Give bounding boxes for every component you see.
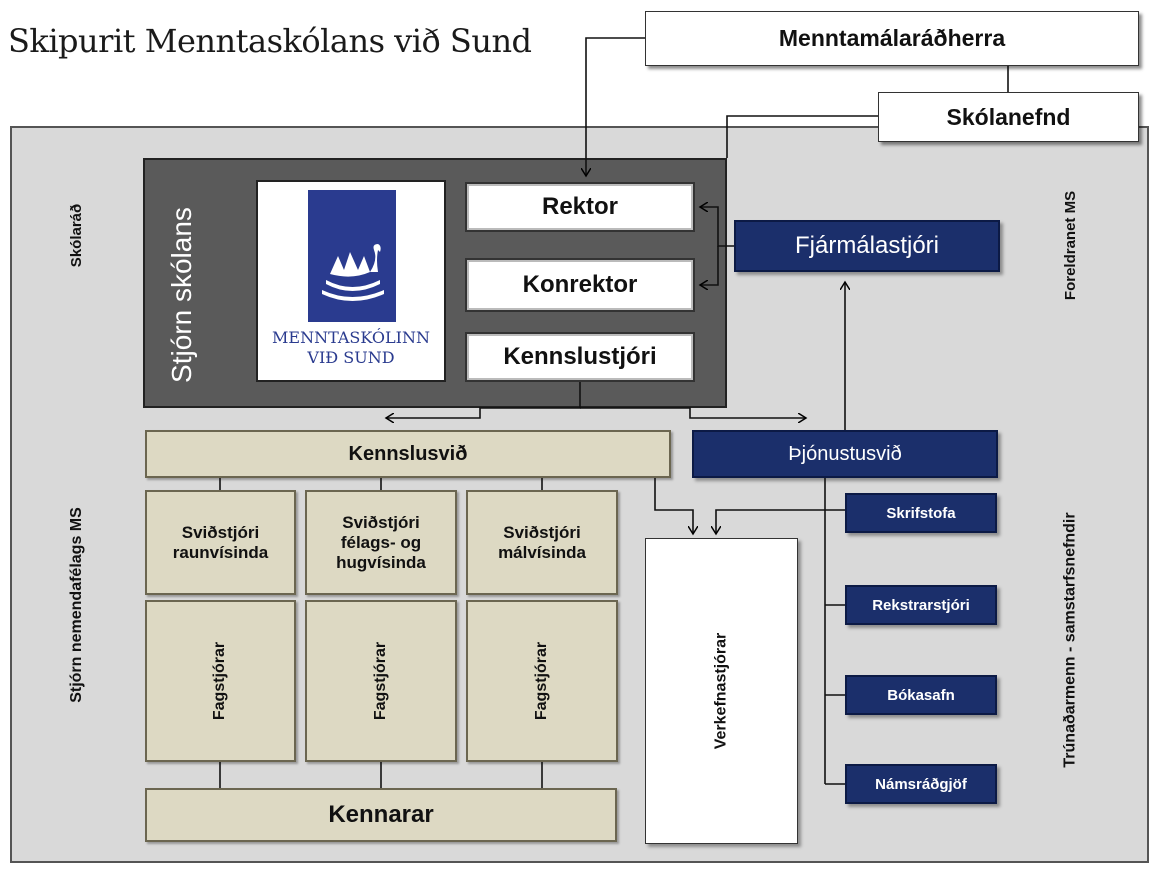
finance-to-konrektor-connector	[700, 246, 719, 285]
logo-line-2: VIÐ SUND	[307, 348, 395, 367]
school-committee-box: Skólanefnd	[878, 92, 1139, 142]
logo-wordmark: MENNTASKÓLINN VIÐ SUND	[258, 328, 444, 368]
logo-line-1: MENNTASKÓLINN	[272, 328, 430, 347]
kennslustjori-down-connector	[386, 382, 581, 418]
teaching-to-projects-connector	[654, 478, 693, 534]
subject-heads-box-1: Fagstjórar	[145, 600, 296, 762]
page-title: Skipurit Menntaskólans við Sund	[8, 22, 532, 60]
minister-to-rektor-connector	[586, 37, 645, 176]
project-managers-box: Verkefnastjórar	[645, 538, 798, 844]
subject-heads-box-3: Fagstjórar	[466, 600, 618, 762]
office-to-projects-connector	[716, 509, 845, 534]
library-box: Bókasafn	[845, 675, 997, 715]
board-edge-connector	[726, 115, 878, 158]
minister-label: Menntamálaráðherra	[778, 25, 1006, 51]
finance-director-box: Fjármálastjóri	[734, 220, 1000, 272]
school-committee-label: Skólanefnd	[946, 103, 1071, 130]
rektor-box: Rektor	[465, 182, 695, 232]
operations-manager-box: Rekstrarstjóri	[845, 585, 997, 625]
subject-heads-box-2: Fagstjórar	[305, 600, 457, 762]
kennslustjori-box: Kennslustjóri	[465, 332, 695, 382]
minister-box: Menntamálaráðherra	[645, 11, 1139, 66]
service-division-box: Þjónustusvið	[692, 430, 998, 478]
teachers-box: Kennarar	[145, 788, 617, 842]
counseling-box: Námsráðgjöf	[845, 764, 997, 804]
to-service-connector	[580, 407, 806, 418]
swan-ship-logo-icon	[308, 190, 396, 322]
office-box: Skrifstofa	[845, 493, 997, 533]
teaching-division-box: Kennslusvið	[145, 430, 671, 478]
finance-to-rektor-connector	[700, 207, 734, 247]
konrektor-box: Konrektor	[465, 258, 695, 312]
